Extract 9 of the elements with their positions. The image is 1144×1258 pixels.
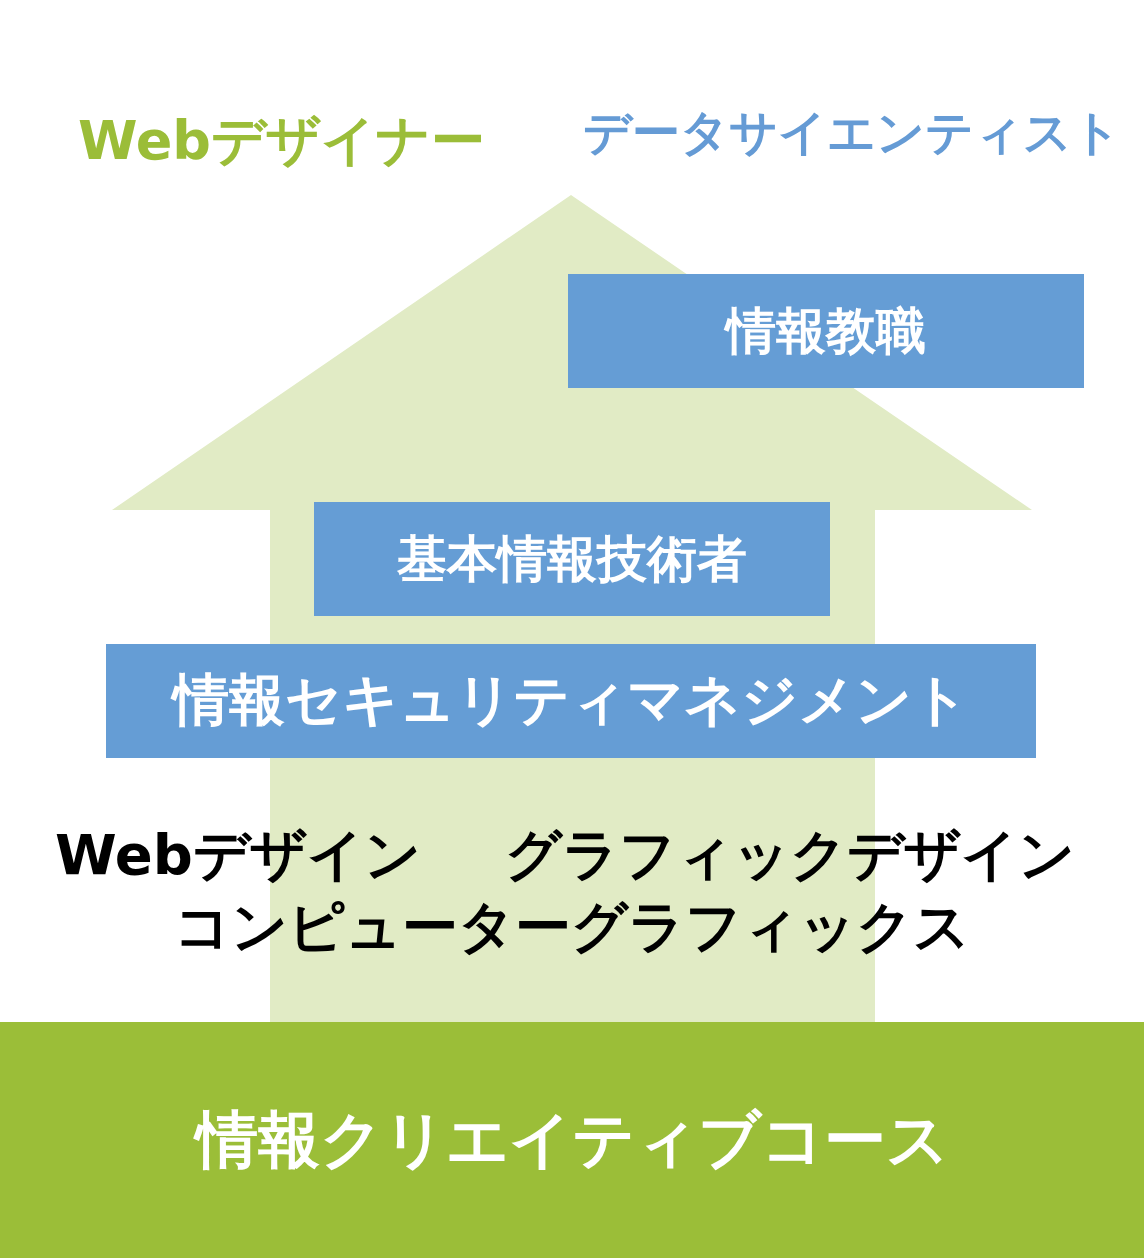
skill-label: コンピューターグラフィックス [174,896,970,958]
qualification-box: 情報セキュリティマネジメント [106,644,1036,758]
skill-label: Webデザイン [55,824,421,886]
qualification-box: 基本情報技術者 [314,502,830,616]
course-banner: 情報クリエイティブコース [0,1022,1144,1258]
career-title: Webデザイナー [78,111,485,171]
career-title: データサイエンティスト [583,106,1121,159]
qualification-box: 情報教職 [568,274,1084,388]
skill-label: グラフィックデザイン [505,824,1075,886]
